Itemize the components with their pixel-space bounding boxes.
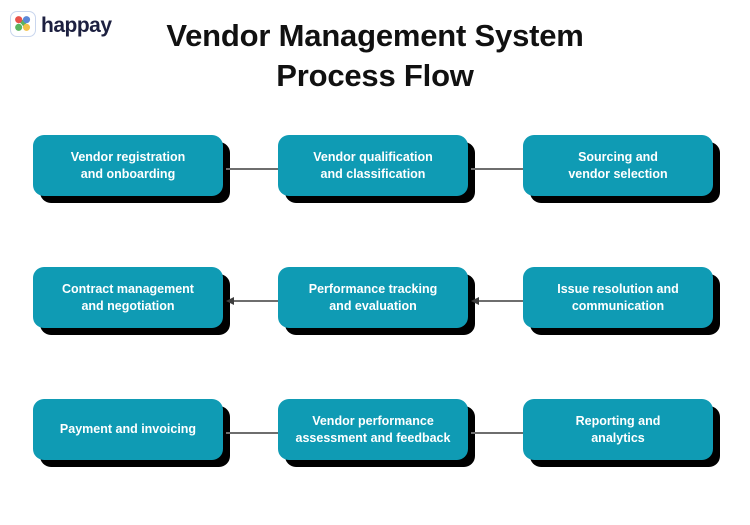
page-title-line-1: Vendor Management System: [166, 18, 584, 53]
flow-node-issue-resolution-and-communication[interactable]: Issue resolution and communication: [523, 267, 713, 328]
flow-row-1: Vendor registration and onboarding Vendo…: [0, 135, 750, 207]
flow-node-label: Vendor performance assessment and feedba…: [295, 414, 451, 445]
flow-node-vendor-performance-assessment-and-feedback[interactable]: Vendor performance assessment and feedba…: [278, 399, 468, 460]
flow-node-label: Payment and invoicing: [59, 422, 197, 437]
brand-name: happay: [41, 13, 112, 37]
flow-node-label: Contract management and negotiation: [62, 282, 194, 313]
flow-node-label: Sourcing and vendor selection: [568, 150, 668, 181]
flow-node-sourcing-and-vendor-selection[interactable]: Sourcing and vendor selection: [523, 135, 713, 196]
flow-node-performance-tracking-and-evaluation[interactable]: Performance tracking and evaluation: [278, 267, 468, 328]
flow-node-contract-management-and-negotiation[interactable]: Contract management and negotiation: [33, 267, 223, 328]
flow-node-vendor-registration-and-onboarding[interactable]: Vendor registration and onboarding: [33, 135, 223, 196]
flow-row-3: Payment and invoicing Vendor performance…: [0, 399, 750, 471]
flow-node-payment-and-invoicing[interactable]: Payment and invoicing: [33, 399, 223, 460]
flow-node-label: Issue resolution and communication: [557, 282, 679, 313]
arrow-right-icon: [471, 164, 531, 173]
page-title: Vendor Management System Process Flow: [0, 16, 750, 97]
flow-node-reporting-and-analytics[interactable]: Reporting and analytics: [523, 399, 713, 460]
happay-logo-icon: [10, 11, 36, 37]
brand-logo: happay: [10, 11, 112, 37]
arrow-right-icon: [226, 164, 286, 173]
page-title-line-2: Process Flow: [276, 58, 474, 94]
flow-node-label: Performance tracking and evaluation: [308, 282, 438, 313]
arrow-left-icon: [471, 296, 531, 305]
flow-node-label: Vendor qualification and classification: [313, 150, 433, 181]
flow-node-vendor-qualification-and-classification[interactable]: Vendor qualification and classification: [278, 135, 468, 196]
arrow-right-icon: [471, 428, 531, 437]
arrow-right-icon: [226, 428, 286, 437]
arrow-left-icon: [226, 296, 286, 305]
flow-node-label: Reporting and analytics: [575, 414, 661, 445]
flow-row-2: Contract management and negotiation Perf…: [0, 267, 750, 339]
flow-node-label: Vendor registration and onboarding: [70, 150, 186, 181]
